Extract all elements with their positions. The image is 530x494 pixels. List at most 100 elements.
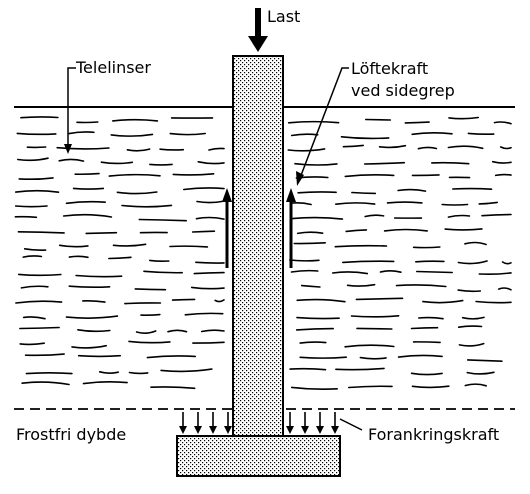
ice-lens-stroke bbox=[405, 122, 429, 123]
ice-lens-stroke bbox=[413, 175, 440, 176]
ice-lens-stroke bbox=[109, 175, 160, 176]
ice-lens-stroke bbox=[74, 188, 104, 189]
ice-lens-stroke bbox=[298, 232, 323, 233]
ice-lens-stroke bbox=[67, 316, 118, 318]
ice-lens-stroke bbox=[100, 372, 119, 373]
anchoring-arrow-icon bbox=[316, 426, 324, 434]
ice-lens-stroke bbox=[83, 301, 105, 302]
ice-lens-stroke bbox=[151, 387, 195, 388]
ice-lens-stroke bbox=[414, 342, 441, 343]
ice-lens-stroke bbox=[79, 356, 121, 357]
ice-lens-stroke bbox=[465, 243, 486, 245]
ice-lens-stroke bbox=[295, 164, 337, 165]
ice-lens-stroke bbox=[76, 276, 122, 277]
ice-lens-stroke bbox=[69, 256, 88, 257]
ice-lens-stroke bbox=[209, 148, 224, 150]
ice-lens-stroke bbox=[342, 137, 389, 139]
ice-lens-stroke bbox=[416, 261, 444, 262]
ice-lens-stroke bbox=[193, 231, 215, 232]
ice-lens-stroke bbox=[168, 330, 187, 331]
ice-lens-stroke bbox=[413, 386, 449, 387]
ice-lens-stroke bbox=[412, 133, 452, 135]
ice-lens-stroke bbox=[445, 229, 482, 230]
uplift-leader-arrow-icon bbox=[296, 68, 349, 186]
ice-lens-stroke bbox=[496, 175, 511, 176]
ice-lens-stroke bbox=[476, 302, 511, 303]
ice-lens-stroke bbox=[412, 328, 438, 329]
ice-lens-stroke bbox=[468, 360, 502, 361]
ice-lens-stroke bbox=[150, 164, 172, 165]
pile-footing bbox=[177, 436, 340, 476]
ice-lens-stroke bbox=[352, 316, 399, 317]
ice-lens-stroke bbox=[360, 358, 386, 359]
ice-lens-stroke bbox=[20, 328, 59, 329]
ice-lens-stroke bbox=[26, 373, 72, 374]
ice-lens-stroke bbox=[75, 174, 99, 175]
ice-lens-stroke bbox=[25, 249, 46, 250]
ice-lens-stroke bbox=[23, 256, 41, 257]
ice-lens-stroke bbox=[67, 202, 106, 204]
ice-lens-stroke bbox=[290, 369, 325, 370]
ice-lens-stroke bbox=[170, 134, 205, 135]
ice-lens-stroke bbox=[349, 386, 392, 387]
ice-lens-stroke bbox=[463, 317, 484, 318]
ice-lens-stroke bbox=[297, 318, 339, 319]
ice-lens-stroke bbox=[292, 271, 318, 272]
ice-lens-stroke bbox=[122, 205, 171, 206]
ice-lens-stroke bbox=[288, 149, 324, 151]
ice-lens-stroke bbox=[160, 149, 183, 150]
uplift-arrow-right-icon bbox=[286, 188, 296, 268]
ice-lens-stroke bbox=[57, 148, 109, 149]
ice-lens-stroke bbox=[72, 346, 106, 348]
ice-lenses-leader-arrow-icon bbox=[64, 68, 76, 154]
ice-lens-stroke bbox=[412, 373, 443, 374]
anchoring-arrow-icon bbox=[301, 426, 309, 434]
ice-lens-stroke bbox=[59, 159, 83, 161]
ice-lens-stroke bbox=[458, 261, 487, 264]
ice-lens-stroke bbox=[18, 232, 64, 233]
ice-lens-stroke bbox=[173, 174, 213, 175]
ice-lens-stroke bbox=[366, 120, 391, 121]
ice-lens-stroke bbox=[503, 262, 511, 264]
ice-lens-stroke bbox=[193, 342, 224, 343]
anchoring-leader bbox=[340, 419, 362, 430]
ice-lens-stroke bbox=[202, 330, 224, 331]
ice-lens-stroke bbox=[365, 163, 405, 164]
ice-lens-stroke bbox=[22, 382, 69, 384]
ice-lens-stroke bbox=[380, 146, 406, 148]
ice-lens-stroke bbox=[356, 298, 402, 299]
ice-lens-stroke bbox=[86, 233, 116, 234]
ice-lens-stroke bbox=[144, 271, 182, 272]
ice-lens-stroke bbox=[482, 215, 511, 216]
ice-lens-stroke bbox=[21, 286, 48, 288]
ice-lens-stroke bbox=[343, 261, 394, 262]
ice-lens-stroke bbox=[19, 274, 61, 275]
ice-lens-stroke bbox=[417, 272, 452, 273]
anchoring-arrow-icon bbox=[194, 426, 202, 434]
ice-lens-stroke bbox=[459, 344, 483, 346]
ice-lens-stroke bbox=[135, 289, 165, 290]
ice-lens-stroke bbox=[185, 313, 222, 314]
uplift-label: Löftekraft bbox=[351, 59, 428, 78]
ice-lens-stroke bbox=[298, 192, 336, 193]
frost-depth-label: Frostfri dybde bbox=[16, 425, 126, 444]
ice-lens-stroke bbox=[60, 245, 88, 246]
ice-lens-stroke bbox=[84, 382, 128, 384]
ice-lens-stroke bbox=[300, 357, 346, 358]
ice-lens-stroke bbox=[26, 354, 65, 355]
anchoring-arrow-icon bbox=[331, 426, 339, 434]
ice-lens-stroke bbox=[448, 146, 482, 148]
ice-lens-stroke bbox=[16, 206, 47, 207]
ice-lens-stroke bbox=[336, 203, 375, 204]
ice-lens-stroke bbox=[292, 218, 342, 219]
ice-lens-stroke bbox=[300, 342, 326, 343]
ice-lens-stroke bbox=[397, 285, 446, 287]
ice-lens-stroke bbox=[68, 132, 94, 134]
ice-lens-stroke bbox=[335, 246, 386, 247]
ice-lens-stroke bbox=[170, 246, 207, 247]
ice-lens-stroke bbox=[302, 286, 320, 287]
ice-lens-stroke bbox=[449, 118, 478, 119]
ice-lens-stroke bbox=[289, 122, 339, 123]
